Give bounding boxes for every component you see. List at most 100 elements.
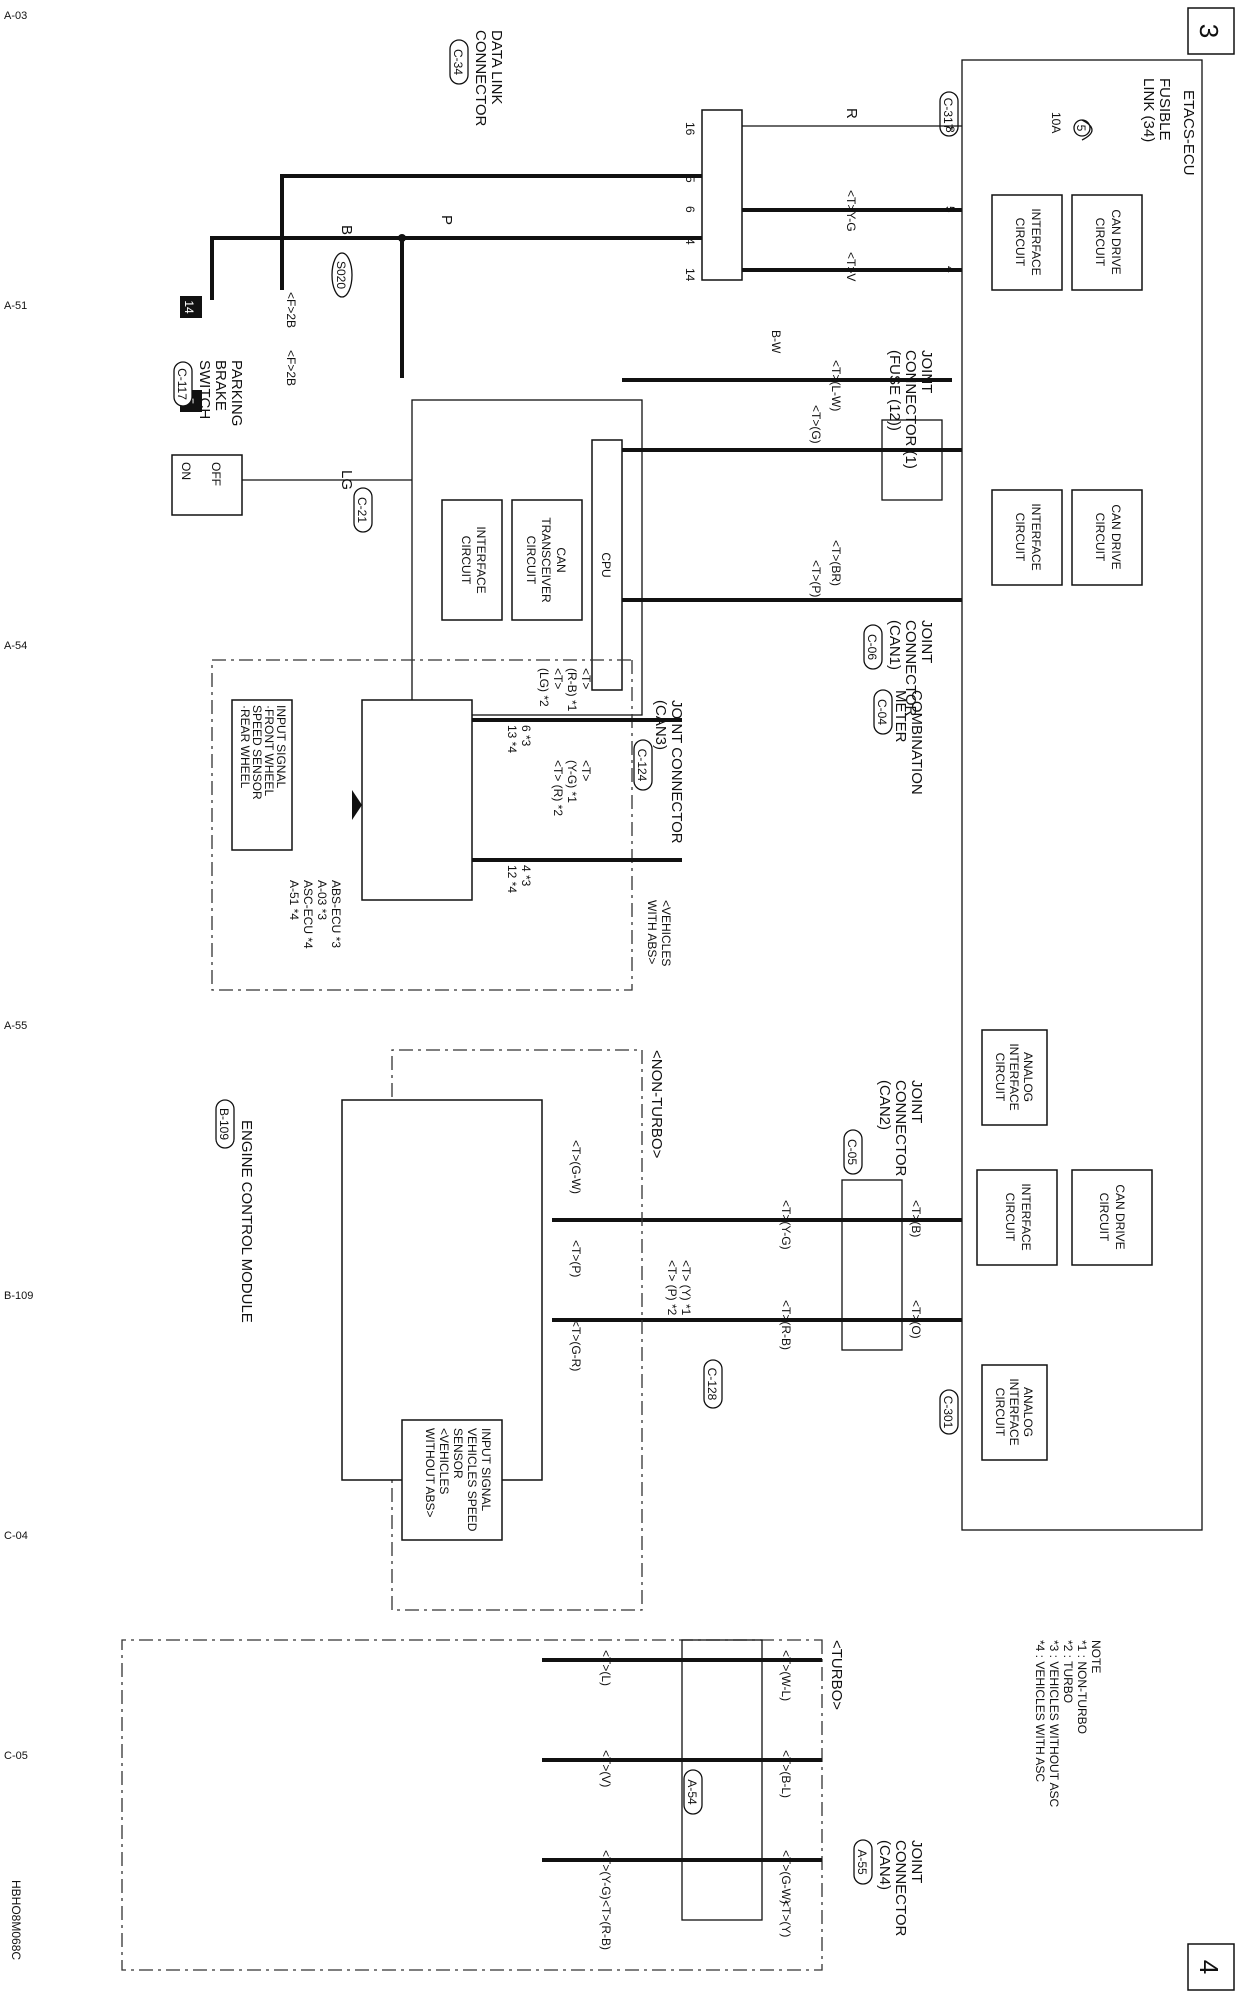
turbo-wire: <T>(V) xyxy=(599,1750,613,1787)
note-item: *3 : VEHICLES WITHOUT ASC xyxy=(1047,1640,1061,1807)
splice-tag xyxy=(331,252,353,298)
connector-c117-label: C-117 xyxy=(175,368,189,400)
wire-label-tv: <T>V xyxy=(844,252,858,281)
page-marker-right: 4 xyxy=(1194,1960,1224,1974)
dlc-pin: 6 xyxy=(683,206,697,213)
ground1-wire: <F>2B xyxy=(284,292,298,328)
ecm-label: ENGINE CONTROL MODULE xyxy=(238,1120,255,1323)
wire-label-b: B xyxy=(338,225,355,235)
connector-tag-c21 xyxy=(353,487,373,533)
connector-view-name: A-03 xyxy=(4,10,28,22)
joint1-can1: (CAN1) xyxy=(886,620,903,670)
abs-left-wire: (R-B) *1 xyxy=(565,668,579,712)
connector-view-name: A-55 xyxy=(4,1020,28,1032)
ecm-wire: <T> (P) *2 xyxy=(665,1260,679,1316)
note-block: NOTE *1 : NON-TURBO *2 : TURBO *3 : VEHI… xyxy=(1033,1640,1103,1807)
turbo-input-label: SENSOR xyxy=(451,1428,465,1479)
joint2-wire: <T>(O) xyxy=(909,1300,923,1339)
connector-views: A-03 A-51 A-54 A-55 B-109 C-04 C-05 xyxy=(4,0,174,2000)
abs-ecu-box xyxy=(361,699,473,901)
abs-ecu-label: A-51 *4 xyxy=(287,880,301,920)
connector-b109-label: B-109 xyxy=(217,1108,231,1140)
joint2-wire: <T>(B) xyxy=(909,1200,923,1237)
fuse-rating: 10A xyxy=(1049,112,1063,133)
turbo-wire: <T>(W-L) xyxy=(779,1650,793,1701)
connector-view-b109: B-109 xyxy=(4,1290,33,1302)
svg-text:INTERFACE: INTERFACE xyxy=(1007,1043,1021,1110)
page-marker-right-box xyxy=(1187,1943,1235,1991)
ecm-nonturbo-label: <NON-TURBO> xyxy=(648,1050,665,1159)
ground-marker-14 xyxy=(180,296,202,318)
joint2-label: (CAN2) xyxy=(876,1080,893,1130)
connector-view-name: A-51 xyxy=(4,300,28,312)
joint2-label: CONNECTOR xyxy=(892,1080,909,1177)
turbo-wire: <T>(Y) xyxy=(779,1900,793,1937)
joint1-wire: <T>(L-W) xyxy=(829,360,843,411)
joint3-label: JOINT CONNECTOR xyxy=(668,700,685,844)
can-transceiver-box xyxy=(511,499,583,621)
joint1-wire: <T>(G) xyxy=(809,405,823,444)
abs-vehicles: <VEHICLES xyxy=(659,900,673,966)
connector-view-name: C-05 xyxy=(4,1750,28,1762)
svg-text:CIRCUIT: CIRCUIT xyxy=(1093,513,1107,562)
joint1-can1: CONNECTOR xyxy=(902,620,919,717)
switch-off: OFF xyxy=(209,462,223,486)
etacs-can-drive-right: CAN DRIVE CIRCUIT INTERFACE CIRCUIT ANAL… xyxy=(976,1029,1153,1461)
switch-on: ON xyxy=(179,462,193,480)
connector-tag-c301 xyxy=(939,1389,959,1435)
wire-label-p: P xyxy=(438,215,455,225)
turbo-label: <TURBO> xyxy=(828,1640,845,1710)
joint2-box xyxy=(841,1179,903,1351)
joint4-label: JOINT xyxy=(908,1840,925,1883)
svg-text:CAN DRIVE: CAN DRIVE xyxy=(1109,504,1123,569)
abs-ecu-label: ABS-ECU *3 xyxy=(329,880,343,948)
svg-text:CIRCUIT: CIRCUIT xyxy=(1013,218,1027,267)
svg-text:INTERFACE: INTERFACE xyxy=(1019,1183,1033,1250)
joint2-wire: <T>(R-B) xyxy=(779,1300,793,1350)
abs-right-wire: (Y-G) *1 xyxy=(565,760,579,803)
svg-text:CIRCUIT: CIRCUIT xyxy=(1097,1193,1111,1242)
connector-tag-a55 xyxy=(853,1839,873,1885)
turbo-input-label: INPUT SIGNAL xyxy=(479,1428,493,1511)
parking-label: PARKING xyxy=(228,360,245,426)
arrow-down-icon xyxy=(352,790,362,820)
joint4-box xyxy=(681,1639,763,1921)
connector-c128-label: C-128 xyxy=(705,1368,719,1401)
svg-text:INTERFACE: INTERFACE xyxy=(1007,1378,1021,1445)
connector-view-a54: A-54 xyxy=(4,640,27,652)
connector-tag-c128 xyxy=(703,1359,723,1409)
fusible-link-label: FUSIBLE xyxy=(1156,78,1173,141)
data-link-label: CONNECTOR xyxy=(472,30,489,127)
etacs-can-drive-mid: CAN DRIVE CIRCUIT INTERFACE CIRCUIT xyxy=(991,489,1143,586)
connector-c34-label: C-34 xyxy=(451,49,465,75)
joint1-can1: JOINT xyxy=(918,620,935,663)
wire-label-r: R xyxy=(843,108,860,119)
can-transceiver-label: TRANSCEIVER xyxy=(539,517,553,603)
abs-left-pin: 13 *4 xyxy=(505,725,519,753)
note-item: *1 : NON-TURBO xyxy=(1075,1640,1089,1734)
connector-c05-label: C-05 xyxy=(845,1139,859,1165)
svg-text:CIRCUIT: CIRCUIT xyxy=(993,1388,1007,1437)
abs-left-wire: <T> xyxy=(551,668,565,689)
fuse-symbol xyxy=(1081,119,1093,141)
can-transceiver-label: CIRCUIT xyxy=(524,536,538,585)
abs-ecu-label: ASC-ECU *4 xyxy=(301,880,315,949)
wire-label-lg: LG xyxy=(338,470,355,490)
etacs-pin: 8 xyxy=(943,126,957,133)
connector-c124-label: C-124 xyxy=(635,749,649,782)
turbo-wire: <T>(Y-G) xyxy=(599,1850,613,1900)
svg-text:CIRCUIT: CIRCUIT xyxy=(993,1053,1007,1102)
turbo-input-box xyxy=(401,1419,503,1541)
ecm-wire: <T> (Y) *1 xyxy=(679,1260,693,1316)
svg-text:ANALOG: ANALOG xyxy=(1021,1387,1035,1437)
etacs-ecu-box xyxy=(961,59,1203,1531)
splice-label: S020 xyxy=(334,261,348,289)
note-title: NOTE xyxy=(1089,1640,1103,1673)
connector-view-c04: C-04 xyxy=(4,1530,28,1542)
cpu-label: CPU xyxy=(599,552,613,577)
meter-interface-box xyxy=(441,499,503,621)
turbo-region xyxy=(121,1639,823,1971)
abs-input-label: SPEED SENSOR xyxy=(250,705,264,800)
joint1-label: (FUSE (12)) xyxy=(886,350,903,431)
svg-text:ANALOG: ANALOG xyxy=(1021,1052,1035,1102)
